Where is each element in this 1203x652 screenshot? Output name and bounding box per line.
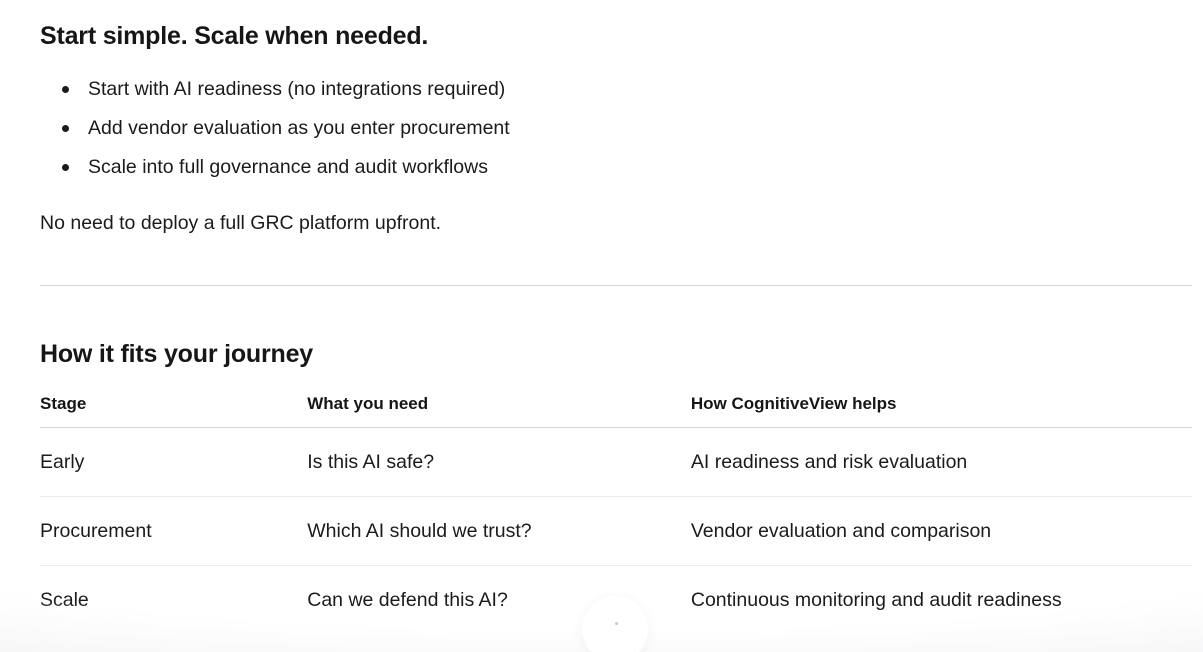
column-header-need: What you need [307, 387, 691, 428]
table-row: Procurement Which AI should we trust? Ve… [40, 496, 1192, 566]
list-item: Start with AI readiness (no integrations… [40, 70, 1192, 109]
cell-need: Which AI should we trust? [307, 496, 691, 566]
list-item: Scale into full governance and audit wor… [40, 148, 1192, 187]
column-header-helps: How CognitiveView helps [690, 387, 1192, 428]
list-item-text: Scale into full governance and audit wor… [88, 156, 488, 178]
cell-helps: Vendor evaluation and comparison [690, 496, 1192, 566]
dot-icon [615, 622, 618, 626]
bullet-icon [62, 125, 69, 132]
intro-bullet-list: Start with AI readiness (no integrations… [40, 70, 1192, 187]
note-text: No need to deploy a full GRC platform up… [40, 212, 442, 234]
cell-need: Is this AI safe? [307, 427, 691, 497]
scroll-down-button[interactable] [582, 596, 648, 652]
bullet-icon [62, 86, 69, 93]
bullet-icon [62, 164, 69, 171]
list-item-text: Start with AI readiness (no integrations… [88, 78, 506, 100]
cell-stage: Scale [40, 589, 89, 611]
table-row: Early Is this AI safe? AI readiness and … [40, 427, 1192, 497]
document-content: Start simple. Scale when needed. Start w… [40, 22, 1192, 634]
section-heading-start-simple: Start simple. Scale when needed. [40, 22, 429, 50]
list-item: Add vendor evaluation as you enter procu… [40, 109, 1192, 148]
section-heading-journey: How it fits your journey [40, 340, 313, 368]
cell-helps: Continuous monitoring and audit readines… [690, 589, 1062, 611]
list-item-text: Add vendor evaluation as you enter procu… [88, 117, 510, 139]
table-header-row: Stage What you need How CognitiveView he… [40, 387, 1192, 428]
cell-helps: AI readiness and risk evaluation [690, 427, 1192, 497]
section-divider [40, 285, 1192, 286]
column-header-stage: Stage [40, 387, 308, 428]
journey-table: Stage What you need How CognitiveView he… [40, 387, 1192, 634]
cell-stage: Early [40, 427, 308, 497]
cell-stage: Procurement [40, 496, 308, 566]
